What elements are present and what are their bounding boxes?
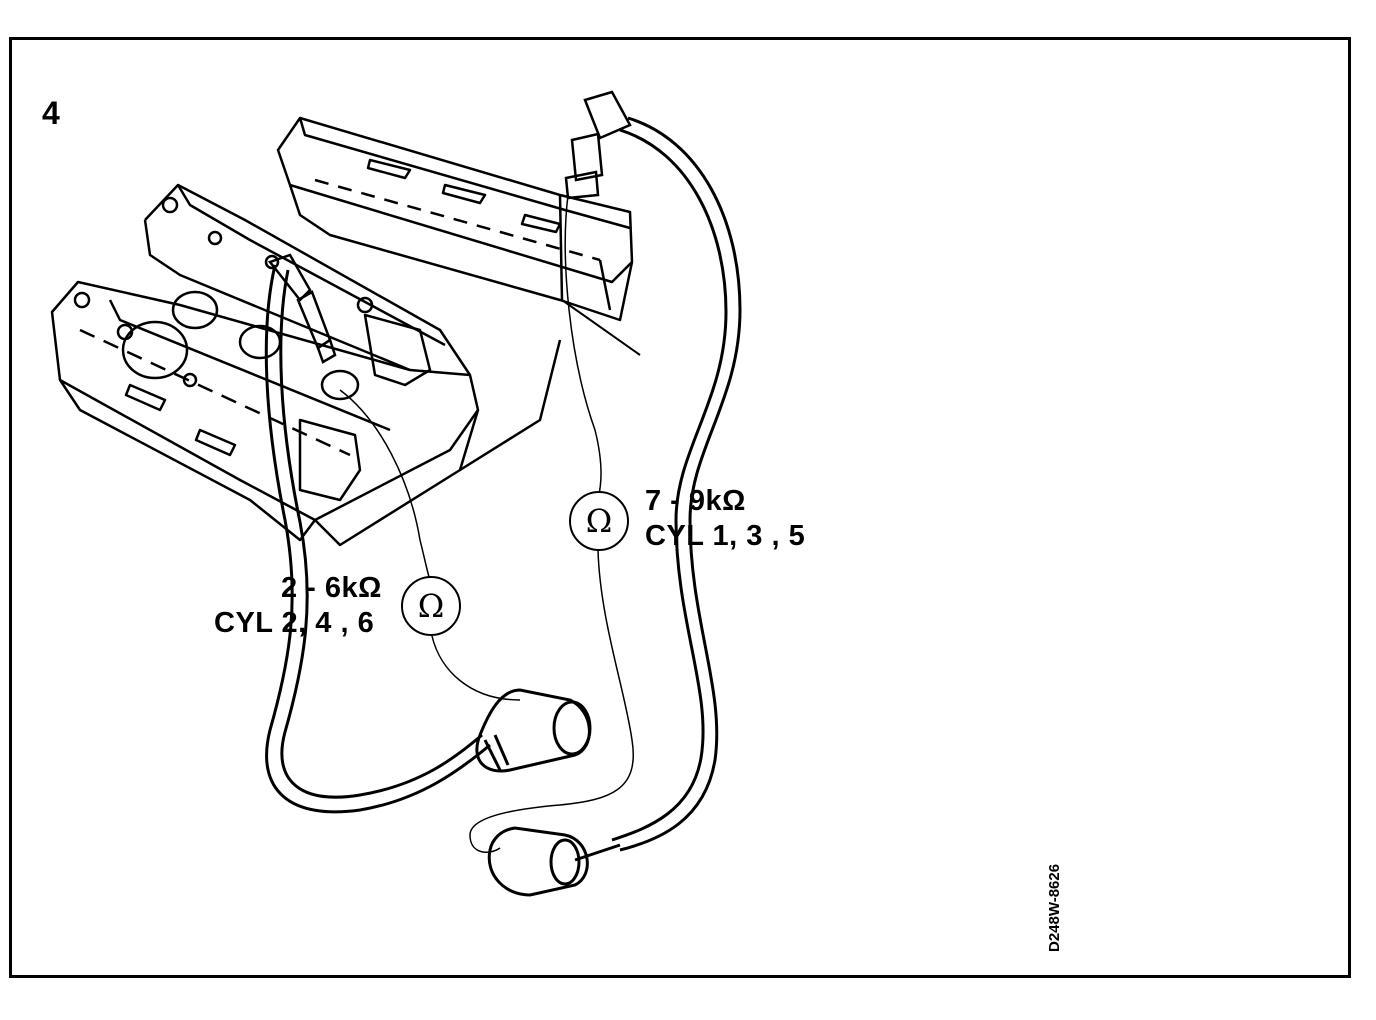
spark-plug-boot-rear bbox=[564, 90, 632, 200]
rear-cylinder-head bbox=[276, 116, 641, 356]
meter-leads bbox=[339, 194, 634, 853]
spark-plug-boot-front bbox=[267, 253, 337, 364]
cylinder-label-rear: CYL 1, 3 , 5 bbox=[645, 520, 806, 552]
resistance-label-rear: 7 - 9kΩ bbox=[645, 485, 746, 517]
resistance-label-front: 2 - 6kΩ bbox=[281, 572, 382, 604]
ohmmeter-icon: Ω bbox=[569, 491, 629, 551]
figure-number: 4 bbox=[42, 95, 61, 131]
front-cylinder-head bbox=[50, 183, 562, 547]
figure-frame bbox=[9, 37, 1351, 978]
coil-connector-upper bbox=[475, 688, 592, 773]
ht-lead-rear bbox=[611, 116, 742, 852]
cylinder-label-front: CYL 2, 4 , 6 bbox=[214, 607, 375, 639]
ohmmeter-icon: Ω bbox=[401, 576, 461, 636]
ht-lead-front bbox=[264, 264, 491, 814]
figure-code: D248W-8626 bbox=[1046, 863, 1063, 952]
coil-connector-lower bbox=[487, 826, 621, 897]
